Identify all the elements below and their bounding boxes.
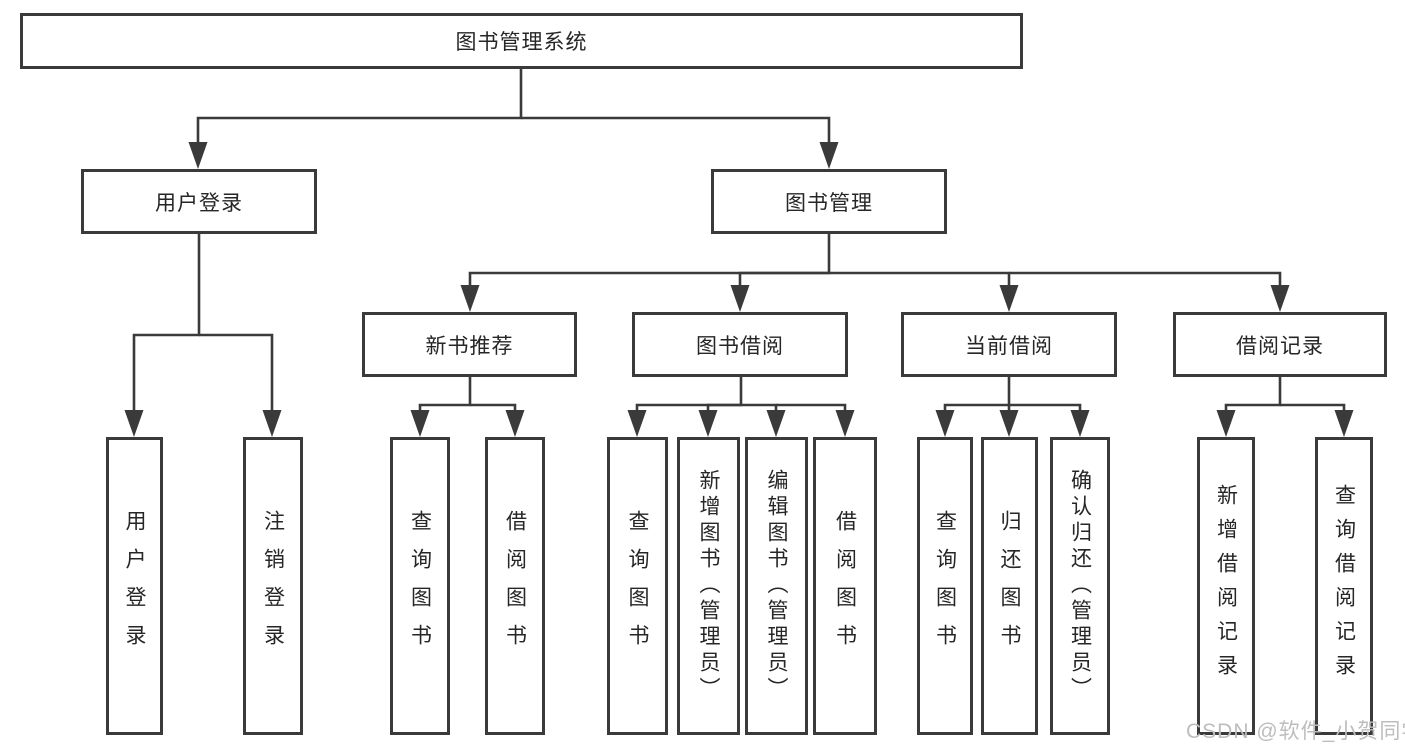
leaf-borrow-books: 借阅图书 [813,437,877,735]
node-label: 当前借阅 [965,334,1053,358]
node-label: 图书管理 [785,191,873,215]
leaf-label: 确认归还（管理员） [1068,469,1092,703]
leaf-user-login: 用户登录 [106,437,163,735]
connector-current-borrow-to-leaves [935,377,1090,437]
leaf-query-books-borrow: 查询图书 [607,437,668,735]
leaf-query-books-recommend: 查询图书 [390,437,450,735]
node-label: 借阅记录 [1236,334,1324,358]
leaf-return-books: 归还图书 [981,437,1038,735]
leaf-borrow-books-recommend: 借阅图书 [485,437,545,735]
leaf-query-borrow-record: 查询借阅记录 [1315,437,1373,735]
leaf-query-books-current: 查询图书 [917,437,973,735]
node-label: 新书推荐 [425,334,514,358]
node-label: 用户登录 [155,191,243,215]
connector-user-login-to-leaves [124,234,282,437]
node-user-login: 用户登录 [81,169,317,234]
leaf-label: 用户登录 [123,510,146,662]
connector-new-book-to-leaves [410,377,525,437]
leaf-confirm-return-admin: 确认归还（管理员） [1050,437,1110,735]
connector-book-management-to-level2 [460,234,1290,312]
node-new-book-recommend: 新书推荐 [362,312,577,377]
connector-book-borrow-to-leaves [627,377,855,437]
leaf-label: 新增借阅记录 [1214,484,1238,688]
leaf-label: 归还图书 [998,510,1021,662]
node-book-borrow: 图书借阅 [632,312,848,377]
leaf-edit-books-admin: 编辑图书（管理员） [745,437,808,735]
leaf-label: 新增图书（管理员） [697,469,720,703]
node-book-management: 图书管理 [711,169,947,234]
node-borrow-records: 借阅记录 [1173,312,1387,377]
node-label: 图书管理系统 [455,31,588,54]
connector-root-to-level1 [188,69,839,169]
leaf-label: 借阅图书 [833,510,857,662]
leaf-label: 查询图书 [933,510,957,662]
node-library-management-system: 图书管理系统 [20,13,1023,69]
csdn-watermark: CSDN @软件_小贺同学 [1186,720,1405,743]
leaf-label: 查询图书 [626,510,649,662]
node-current-borrow: 当前借阅 [901,312,1117,377]
leaf-add-borrow-record: 新增借阅记录 [1197,437,1255,735]
node-label: 图书借阅 [696,334,784,358]
leaf-add-books-admin: 新增图书（管理员） [677,437,740,735]
leaf-label: 查询图书 [408,510,432,662]
leaf-label: 编辑图书（管理员） [765,469,788,703]
connector-borrow-records-to-leaves [1216,377,1354,437]
leaf-label: 借阅图书 [503,510,527,662]
leaf-label: 注销登录 [261,510,285,662]
leaf-label: 查询借阅记录 [1332,484,1356,688]
leaf-logout: 注销登录 [243,437,303,735]
